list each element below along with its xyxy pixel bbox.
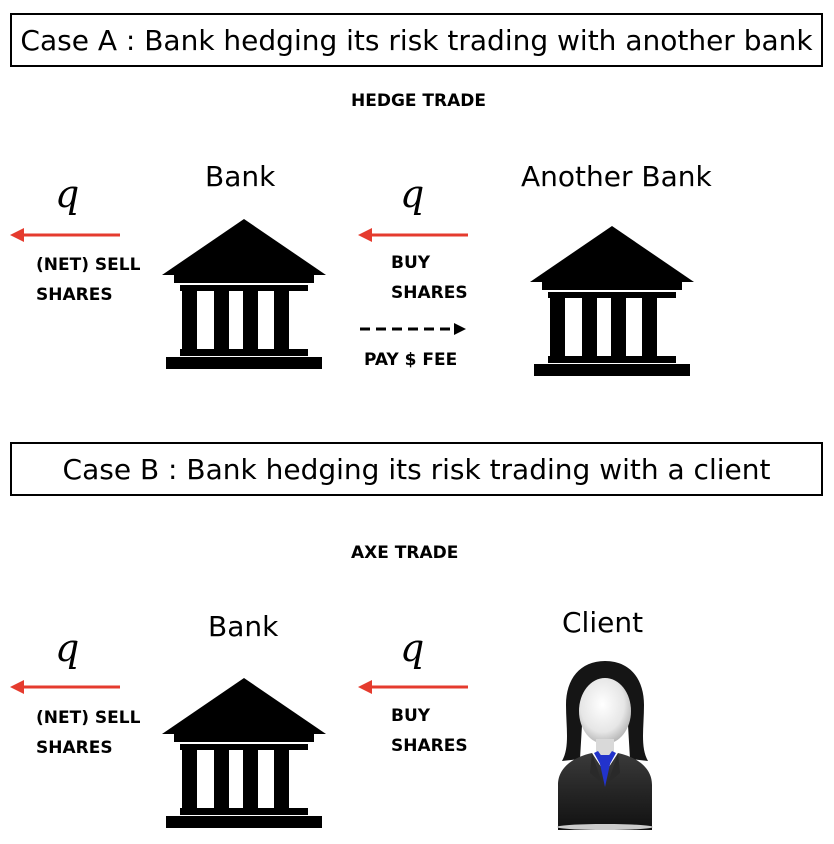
- case-b-client-label: Client: [562, 606, 644, 639]
- case-a-trade-type: HEDGE TRADE: [351, 91, 487, 111]
- case-a-buy-line1: BUY: [391, 253, 431, 273]
- case-a-sell-label: (NET) SELL SHARES: [36, 250, 140, 310]
- case-b-title-box: Case B : Bank hedging its risk trading w…: [10, 442, 823, 496]
- case-b-buy-line2: SHARES: [391, 736, 468, 756]
- case-b-buy-label: BUY SHARES: [391, 701, 468, 761]
- case-a-title-box: Case A : Bank hedging its risk trading w…: [10, 13, 823, 67]
- case-a-inner-quantity: q: [400, 172, 425, 216]
- case-b-buy-line1: BUY: [391, 706, 431, 726]
- case-a-title: Case A : Bank hedging its risk trading w…: [20, 23, 813, 57]
- case-a-bank-icon: [162, 219, 326, 369]
- case-a-sell-arrow: [10, 228, 120, 242]
- client-person-icon: [557, 661, 653, 830]
- case-b-trade-type: AXE TRADE: [351, 543, 459, 563]
- case-a-buy-label: BUY SHARES: [391, 248, 468, 308]
- case-b-sell-arrow: [10, 680, 120, 694]
- case-a-sell-line2: SHARES: [36, 285, 113, 305]
- case-a-buy-arrow: [358, 228, 468, 242]
- case-b-sell-line2: SHARES: [36, 738, 113, 758]
- case-a-outer-quantity: q: [55, 172, 80, 216]
- case-a-buy-line2: SHARES: [391, 283, 468, 303]
- case-b-inner-quantity: q: [400, 626, 425, 670]
- case-b-title: Case B : Bank hedging its risk trading w…: [62, 452, 771, 486]
- case-a-fee-label: PAY $ FEE: [364, 350, 458, 370]
- case-a-bank-label: Bank: [205, 160, 276, 193]
- case-a-another-bank-label: Another Bank: [521, 160, 712, 193]
- case-b-sell-line1: (NET) SELL: [36, 708, 141, 728]
- case-b-bank-icon: [162, 678, 326, 828]
- case-b-outer-quantity: q: [55, 626, 80, 670]
- case-a-fee-arrow: [360, 323, 466, 335]
- case-b-sell-label: (NET) SELL SHARES: [36, 703, 140, 763]
- case-b-bank-label: Bank: [208, 610, 279, 643]
- case-b-buy-arrow: [358, 680, 468, 694]
- case-a-another-bank-icon: [530, 226, 694, 376]
- case-a-sell-line1: (NET) SELL: [36, 255, 141, 275]
